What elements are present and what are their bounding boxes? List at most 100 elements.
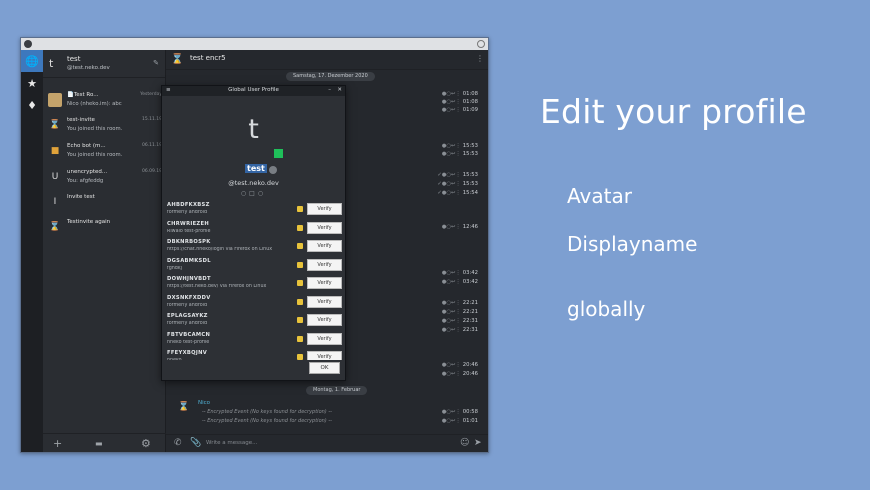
device-row: EPLAGSAYKZ formerly android Verify (167, 312, 342, 330)
close-window-icon[interactable] (477, 40, 485, 48)
device-name: fghdkj (167, 266, 182, 271)
message-time: 15:54 (462, 190, 478, 196)
emoji-icon[interactable]: ☺ (460, 438, 470, 448)
room-item[interactable]: ⌛ test-invite 15.11.19 You joined this r… (43, 113, 166, 139)
room-avatar-letter: I (53, 197, 57, 207)
device-id: AHBDFKXBSZ (167, 202, 210, 208)
message-status: ●○↩⋮22:31 (442, 327, 478, 333)
message-time: 20:46 (462, 371, 478, 377)
message-status: ●○↩⋮15:53 (442, 143, 478, 149)
device-row: DGSABMKSDL fghdkj Verify (167, 257, 342, 275)
verify-button[interactable]: Verify (307, 277, 342, 289)
device-id: DBKNRBOSPK (167, 239, 211, 245)
community-rail: 🌐 ★ ♦ (21, 50, 43, 452)
lock-icon: ●○↩⋮ (441, 91, 461, 97)
date-separator: Montag, 1. Februar (306, 386, 368, 395)
mouse-cursor (269, 166, 277, 174)
dialog-menu-icon[interactable]: ≡ (166, 87, 171, 93)
verify-button[interactable]: Verify (307, 296, 342, 308)
star-icon[interactable]: ★ (27, 76, 37, 90)
attach-icon[interactable]: 📎 (190, 438, 202, 448)
verify-button[interactable]: Verify (307, 333, 342, 345)
lock-icon (297, 317, 303, 323)
checkmark-icon: ✓●○↩⋮ (437, 181, 461, 187)
message-time: 22:21 (462, 300, 478, 306)
chat-icon[interactable]: □ (249, 190, 258, 197)
room-item[interactable]: U unencrypted... 06.09.19 You: afgfeddg (43, 165, 166, 191)
lock-icon (297, 243, 303, 249)
globe-icon[interactable]: 🌐 (21, 50, 43, 72)
message-status: ✓●○↩⋮15:53 (437, 172, 478, 178)
message-status: ●○↩⋮12:46 (442, 224, 478, 230)
lock-icon: ●○↩⋮ (441, 107, 461, 113)
send-icon[interactable]: ➤ (474, 438, 482, 448)
speaker-icon: ■ (50, 146, 60, 156)
message-input[interactable]: Write a message... (206, 440, 258, 446)
message-status: ●○↩⋮20:46 (442, 371, 478, 377)
device-id: FBTVBCAMCN (167, 332, 211, 338)
message-status: ●○↩⋮15:53 (442, 151, 478, 157)
room-preview: Nico (nheko.im): abc (67, 101, 122, 107)
ok-button[interactable]: OK (309, 362, 340, 374)
hourglass-icon: ⌛ (49, 222, 61, 232)
device-row: CHRWRIEZEH Riwaio test-profile Verify (167, 220, 342, 238)
encrypted-message: -- Encrypted Event (No keys found for de… (202, 418, 332, 424)
room-menu-icon[interactable]: ⋮ (476, 54, 484, 63)
message-time: 01:01 (462, 418, 478, 424)
display-name-field[interactable]: test (245, 164, 267, 173)
room-title[interactable]: test encr5 (190, 54, 226, 62)
message-time: 03:42 (462, 279, 478, 285)
hourglass-icon: ⌛ (178, 402, 190, 412)
lock-icon (297, 336, 303, 342)
profile-avatar[interactable]: t (248, 114, 259, 145)
verify-button[interactable]: Verify (307, 222, 342, 234)
lock-icon (297, 206, 303, 212)
message-time: 03:42 (462, 270, 478, 276)
room-name: test-invite (67, 117, 95, 123)
tag-icon[interactable]: ♦ (27, 98, 37, 112)
minimize-icon[interactable]: – (328, 87, 331, 93)
verify-button[interactable]: Verify (307, 314, 342, 326)
user-info[interactable]: t test @test.neko.dev ✎ (43, 50, 165, 78)
room-name: Echo bot (m... (67, 143, 106, 149)
global-user-profile-dialog: ≡ Global User Profile – ✕ t test @test.n… (161, 85, 346, 381)
lock-icon: ●○↩⋮ (441, 99, 461, 105)
device-id: DOWHJNVBDT (167, 276, 211, 282)
room-name: Testinvite again (67, 219, 111, 225)
verify-button[interactable]: Verify (307, 351, 342, 360)
add-room-icon[interactable]: + (53, 437, 63, 450)
device-id: EPLAGSAYKZ (167, 313, 208, 319)
message-time: 01:08 (462, 99, 478, 105)
verify-button[interactable]: Verify (307, 259, 342, 271)
verify-button[interactable]: Verify (307, 240, 342, 252)
message-sender[interactable]: Nico (198, 400, 211, 406)
room-list: t test @test.neko.dev ✎ 📄Test Ro... Yest… (43, 50, 166, 452)
verify-icon[interactable]: ○ (240, 190, 250, 197)
room-directory-icon[interactable]: ▬ (95, 439, 103, 448)
user-avatar[interactable]: t (49, 57, 54, 70)
room-item[interactable]: ■ Echo bot (m... 06.11.19 You joined thi… (43, 139, 166, 165)
app-icon (24, 40, 32, 48)
room-list-footer: + ▬ ⚙ (43, 433, 166, 452)
room-item[interactable]: 📄Test Ro... Yesterday Nico (nheko.im): a… (43, 88, 166, 114)
room-time: 06.09.19 (141, 169, 162, 174)
message-status: ●○↩⋮22:21 (442, 309, 478, 315)
phone-icon[interactable]: ✆ (174, 438, 182, 448)
message-status: ✓●○↩⋮15:53 (437, 181, 478, 187)
edit-icon[interactable]: ✎ (153, 59, 159, 67)
message-time: 12:46 (462, 224, 478, 230)
message-status: ●○↩⋮01:01 (442, 418, 478, 424)
lock-icon (297, 354, 303, 360)
lock-icon: ●○↩⋮ (441, 224, 461, 230)
room-item[interactable]: ⌛ Testinvite again (43, 215, 166, 241)
profile-actions: ○□○ (162, 190, 345, 197)
room-avatar-letter: U (51, 172, 59, 182)
room-item[interactable]: I Invite test (43, 190, 166, 216)
ban-icon[interactable]: ○ (257, 190, 267, 197)
room-preview: You: afgfeddg (67, 178, 104, 184)
lock-icon: ●○↩⋮ (441, 418, 461, 424)
verify-button[interactable]: Verify (307, 203, 342, 215)
close-icon[interactable]: ✕ (337, 87, 342, 93)
bullet-globally: globally (567, 297, 646, 321)
gear-icon[interactable]: ⚙ (141, 437, 151, 450)
